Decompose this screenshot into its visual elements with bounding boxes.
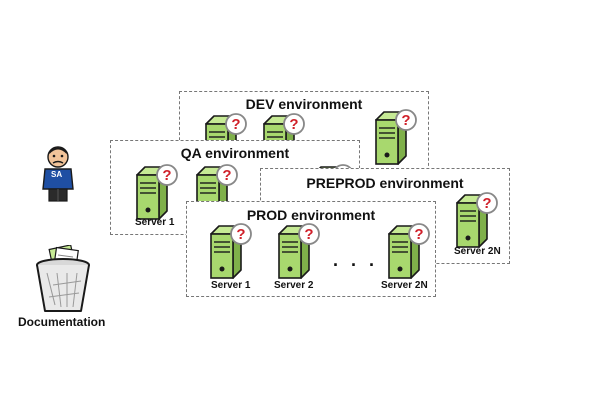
env-prod: PROD environment . . . Server 1 Server 2… xyxy=(186,201,436,297)
sysadmin-badge: SA xyxy=(51,170,63,179)
documentation-caption: Documentation xyxy=(18,315,106,329)
server-label: Server 2N xyxy=(454,246,501,257)
server-icon xyxy=(275,220,321,280)
env-preprod-title: PREPROD environment xyxy=(306,175,464,191)
server-icon xyxy=(453,189,499,249)
server-label: Server 1 xyxy=(135,217,175,228)
trash-can-icon xyxy=(35,244,91,313)
server-icon xyxy=(207,220,253,280)
server-label: Server 2 xyxy=(274,280,314,291)
server-icon xyxy=(133,161,179,221)
env-prod-title: PROD environment xyxy=(246,207,376,223)
ellipsis: . . . xyxy=(333,250,379,270)
server-icon xyxy=(385,220,431,280)
env-dev-title: DEV environment xyxy=(245,96,363,112)
server-icon xyxy=(372,106,418,166)
server-label: Server 1 xyxy=(211,280,251,291)
server-label: Server 2N xyxy=(381,280,428,291)
env-qa-title: QA environment xyxy=(180,145,290,161)
sysadmin-icon: SA xyxy=(40,145,76,203)
